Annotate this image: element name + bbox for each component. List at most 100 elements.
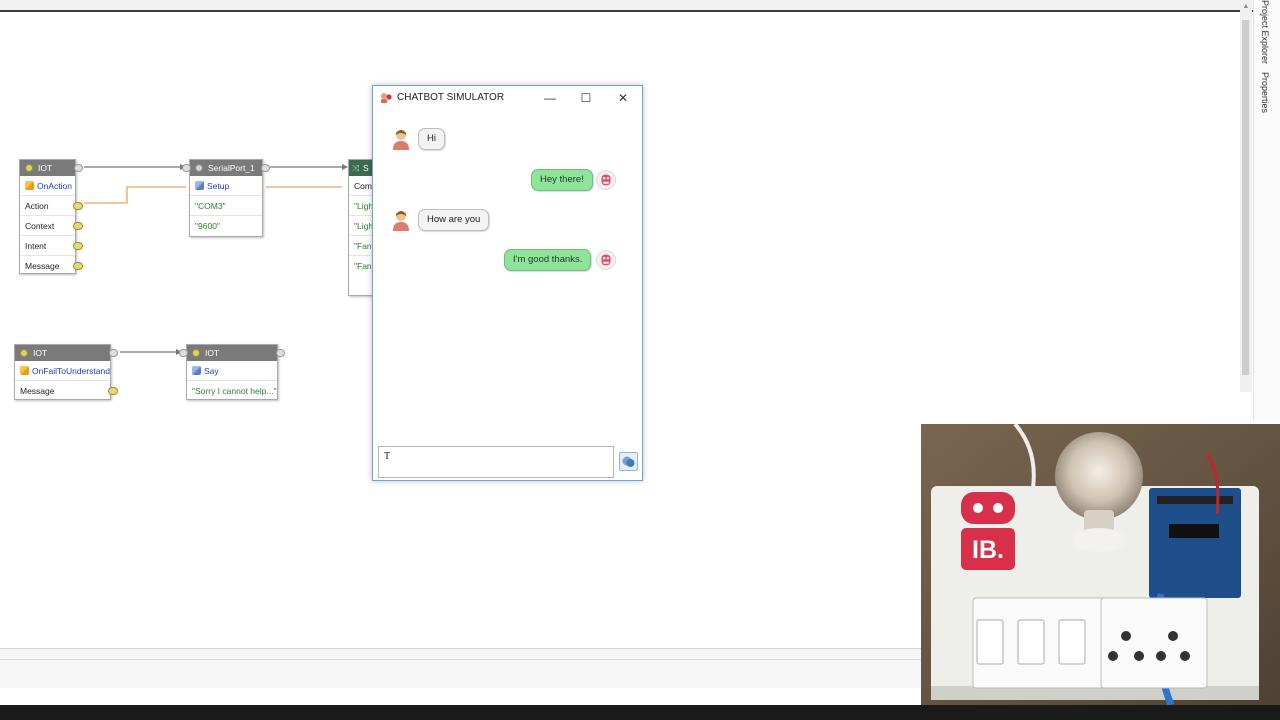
user-avatar-icon xyxy=(393,130,409,150)
output-row-message: Message xyxy=(15,381,118,401)
bot-avatar-icon xyxy=(596,170,616,190)
output-row-action: Action xyxy=(20,196,83,216)
flow-out-port[interactable] xyxy=(276,349,285,357)
side-panel: Project Explorer Properties xyxy=(1253,0,1280,420)
bottom-dark-bar xyxy=(0,705,1280,720)
bot-avatar-icon xyxy=(596,250,616,270)
bot-message-bubble: I'm good thanks. xyxy=(504,249,592,271)
arg-row[interactable]: "COM3" xyxy=(190,196,262,216)
chatbot-app-icon xyxy=(381,93,392,103)
event-row[interactable]: OnFailToUnderstand xyxy=(15,361,110,381)
output-label: Intent xyxy=(25,241,47,251)
bottom-panel xyxy=(0,648,922,688)
flow-out-port[interactable] xyxy=(74,164,83,172)
event-label: OnAction xyxy=(37,181,72,191)
close-button[interactable]: ✕ xyxy=(617,91,629,105)
method-icon xyxy=(192,366,201,375)
case-value: "Ligh xyxy=(354,201,374,211)
node-title: IOT xyxy=(205,348,220,358)
logo-text: IB. xyxy=(972,536,1004,564)
message-row-user: Hi xyxy=(373,126,642,152)
data-port[interactable] xyxy=(73,202,83,210)
node-status-icon xyxy=(192,349,200,357)
output-row-intent: Intent xyxy=(20,236,83,256)
data-port[interactable] xyxy=(73,262,83,270)
arg-row[interactable]: "9600" xyxy=(190,216,262,236)
case-row[interactable]: "Ligh xyxy=(349,196,387,216)
flow-in-port[interactable] xyxy=(182,164,191,172)
maximize-button[interactable]: ☐ xyxy=(580,91,592,105)
node-header: IOT xyxy=(20,160,83,176)
case-value: "Fan xyxy=(354,261,372,271)
scroll-thumb[interactable] xyxy=(1242,20,1249,375)
method-label: Say xyxy=(204,366,219,376)
flow-out-port[interactable] xyxy=(109,349,118,357)
message-row-bot: I'm good thanks. xyxy=(373,248,642,274)
event-label: OnFailToUnderstand xyxy=(32,366,110,376)
tab-properties[interactable]: Properties xyxy=(1260,72,1270,114)
output-label: Message xyxy=(20,386,55,396)
output-row-message: Message xyxy=(20,256,83,276)
serial-port-node[interactable]: SerialPort_1 Setup "COM3" "9600" xyxy=(182,159,270,237)
vertical-scrollbar[interactable]: ▲ xyxy=(1240,0,1252,392)
top-bar xyxy=(0,0,1280,12)
scroll-up-arrow-icon[interactable]: ▲ xyxy=(1242,3,1250,10)
iot-on-action-node[interactable]: IOT OnAction Action Context Intent Messa… xyxy=(19,159,83,276)
method-row[interactable]: Setup xyxy=(190,176,262,196)
user-message-bubble: How are you xyxy=(418,209,490,231)
minimize-button[interactable]: — xyxy=(544,91,556,105)
output-row-context: Context xyxy=(20,216,83,236)
lightning-icon xyxy=(20,366,29,375)
message-row-user: How are you xyxy=(373,207,642,233)
switch-icon: ⤨ xyxy=(352,163,360,173)
node-status-icon xyxy=(20,349,28,357)
node-header: SerialPort_1 xyxy=(182,160,270,176)
data-port[interactable] xyxy=(108,387,118,395)
output-label: Action xyxy=(25,201,49,211)
flow-out-port[interactable] xyxy=(261,164,270,172)
user-avatar-icon xyxy=(393,211,409,231)
send-icon xyxy=(622,456,635,467)
node-header: IOT xyxy=(15,345,118,361)
arg-value: "Sorry I cannot help..." xyxy=(192,386,277,396)
compare-row[interactable]: Comp xyxy=(349,176,387,196)
method-label: Setup xyxy=(207,181,230,191)
user-message-bubble: Hi xyxy=(418,128,445,150)
arg-value: "COM3" xyxy=(195,201,226,211)
hardware-demo-image xyxy=(921,424,1280,705)
serial-port-icon xyxy=(195,164,203,172)
case-value: "Fan xyxy=(354,241,372,251)
method-row[interactable]: Say xyxy=(187,361,277,381)
bot-message-bubble: Hey there! xyxy=(531,169,593,191)
arg-row[interactable]: "Sorry I cannot help..." xyxy=(187,381,277,401)
window-titlebar[interactable]: CHATBOT SIMULATOR — ☐ ✕ xyxy=(373,86,642,110)
message-row-bot: Hey there! xyxy=(373,167,642,193)
iot-say-node[interactable]: IOT Say "Sorry I cannot help..." xyxy=(179,344,285,401)
case-row[interactable]: "Ligh xyxy=(349,216,387,236)
data-port[interactable] xyxy=(73,242,83,250)
case-row[interactable]: "Fan xyxy=(349,256,387,276)
method-icon xyxy=(195,181,204,190)
arg-value: "9600" xyxy=(195,221,220,231)
output-label: Context xyxy=(25,221,55,231)
iot-on-fail-node[interactable]: IOT OnFailToUnderstand Message xyxy=(14,344,118,401)
flow-in-port[interactable] xyxy=(179,349,188,357)
node-title: IOT xyxy=(38,163,53,173)
window-title: CHATBOT SIMULATOR xyxy=(397,92,505,103)
case-value: "Ligh xyxy=(354,221,374,231)
node-title: SerialPort_1 xyxy=(208,163,255,173)
chatbot-simulator-window[interactable]: CHATBOT SIMULATOR — ☐ ✕ Hi Hey there! xyxy=(372,85,643,481)
node-header: IOT xyxy=(179,345,285,361)
tab-project-explorer[interactable]: Project Explorer xyxy=(1260,0,1270,65)
node-status-icon xyxy=(25,164,33,172)
divider xyxy=(0,659,922,660)
chat-message-input[interactable]: T xyxy=(378,446,614,478)
lightning-icon xyxy=(25,181,34,190)
webcam-video-overlay: IB. xyxy=(921,424,1280,705)
case-row[interactable]: "Fan xyxy=(349,236,387,256)
data-port[interactable] xyxy=(73,222,83,230)
send-button[interactable] xyxy=(619,452,638,471)
output-label: Message xyxy=(25,261,60,271)
event-row[interactable]: OnAction xyxy=(20,176,75,196)
